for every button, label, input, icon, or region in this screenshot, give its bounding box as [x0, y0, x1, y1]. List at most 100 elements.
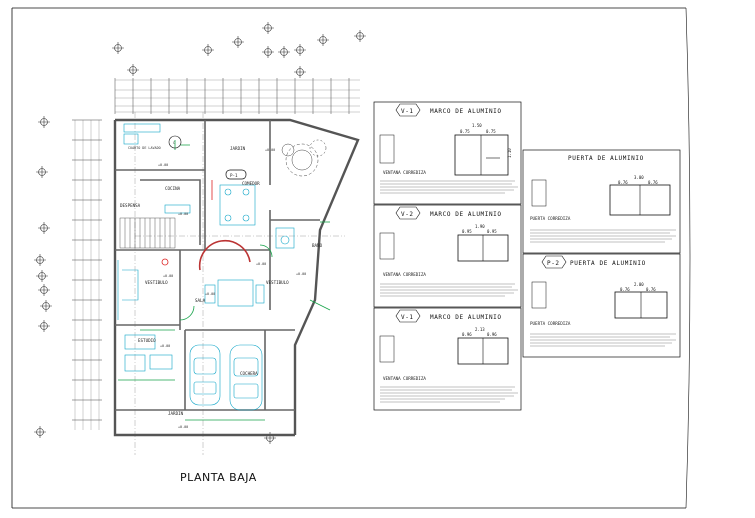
detail-p2-dim-w: 2.00 — [634, 282, 644, 287]
detail-v1-dim-h: 1.10 — [507, 148, 512, 158]
detail-p1-caption: PUERTA CORREDIZA — [530, 216, 571, 221]
survey-marker-cross — [34, 426, 46, 438]
detail-p2-dim-b: 0.76 — [646, 287, 656, 292]
detail-v3-tag: V-1 — [401, 314, 414, 321]
room-jardin-top: JARDIN — [230, 146, 246, 151]
survey-marker-cross — [262, 22, 274, 34]
detail-p1-title: PUERTA DE ALUMINIO — [568, 155, 644, 162]
survey-marker-cross — [294, 44, 306, 56]
detail-p2-title: PUERTA DE ALUMINIO — [570, 260, 646, 267]
detail-v1-dim-a: 0.75 — [460, 129, 470, 134]
detail-p1-dim-b: 0.76 — [648, 180, 658, 185]
survey-marker-cross — [38, 116, 50, 128]
room-vestibulo-left: VESTIBULO — [145, 280, 168, 285]
room-cuarto-lavado: CUARTO DE LAVADO — [128, 146, 161, 150]
level-mark: +0.00 — [256, 262, 266, 266]
tree-symbol — [281, 139, 327, 177]
survey-marker-cross — [36, 270, 48, 282]
survey-marker-cross — [127, 64, 139, 76]
survey-marker-cross — [38, 222, 50, 234]
detail-p2-dim-a: 0.76 — [620, 287, 630, 292]
survey-marker-cross — [354, 30, 366, 42]
tag-p1-label: P-1 — [230, 173, 238, 178]
exterior-walls — [113, 118, 360, 437]
detail-v2-title: MARCO DE ALUMINIO — [430, 211, 502, 218]
room-labels: CUARTO DE LAVADO JARDIN COCINA COMEDOR D… — [120, 146, 323, 416]
survey-marker-cross — [317, 34, 329, 46]
detail-v3-title: MARCO DE ALUMINIO — [430, 314, 502, 321]
level-mark: +0.00 — [178, 425, 188, 429]
room-cochera: COCHERA — [240, 371, 258, 376]
detail-v2-tag: V-2 — [401, 211, 414, 218]
detail-v3: V-1 MARCO DE ALUMINIO 2.13 0.96 0.96 VEN… — [373, 307, 522, 411]
survey-marker-cross — [278, 46, 290, 58]
section-mark-c: C — [168, 135, 182, 149]
room-cocina: COCINA — [165, 186, 181, 191]
detail-p2-tag: P-2 — [547, 260, 560, 267]
detail-p2-notes — [530, 333, 676, 347]
interior-walls — [115, 120, 320, 411]
survey-marker-cross — [202, 44, 214, 56]
level-mark: +0.00 — [265, 148, 275, 152]
detail-p1: PUERTA DE ALUMINIO 3.00 0.76 0.76 PUERTA… — [522, 149, 681, 254]
staircase — [119, 217, 176, 249]
room-bano: BAÑO — [312, 243, 323, 248]
detail-v2: V-2 MARCO DE ALUMINIO 1.90 0.95 0.95 VEN… — [373, 204, 522, 308]
detail-v2-caption: VENTANA CORREDIZA — [383, 272, 426, 277]
level-mark: +0.00 — [178, 212, 188, 216]
detail-v2-dim-w: 1.90 — [475, 224, 485, 229]
room-jardin-bottom: JARDIN — [168, 411, 184, 416]
door-swings — [118, 140, 331, 421]
detail-v2-dim-b: 0.95 — [487, 229, 497, 234]
detail-p2: P-2 PUERTA DE ALUMINIO 2.00 0.76 0.76 PU… — [522, 253, 681, 358]
car-symbols — [189, 344, 263, 411]
detail-v3-dim-w: 2.13 — [475, 327, 485, 332]
survey-marker-cross — [40, 300, 52, 312]
level-mark: +0.00 — [205, 292, 215, 296]
furniture — [117, 123, 295, 372]
room-estudio: ESTUDIO — [138, 338, 156, 343]
detail-v1-tag: V-1 — [401, 108, 414, 115]
detail-v3-caption: VENTANA CORREDIZA — [383, 376, 426, 381]
survey-marker-cross — [38, 284, 50, 296]
detail-v1-notes — [380, 180, 518, 194]
section-mark-c-label: C — [173, 141, 175, 145]
survey-marker-cross — [294, 66, 306, 78]
room-despensa: DESPENSA — [120, 203, 141, 208]
survey-marker-cross — [36, 166, 48, 178]
detail-v1-dim-b: 0.75 — [486, 129, 496, 134]
detail-v1-title: MARCO DE ALUMINIO — [430, 108, 502, 115]
room-comedor: COMEDOR — [242, 181, 260, 186]
level-mark: +0.00 — [296, 272, 306, 276]
detail-p1-notes — [530, 229, 676, 243]
detail-v2-notes — [380, 283, 518, 297]
survey-markers — [34, 22, 366, 444]
detail-v1-caption: VENTANA CORREDIZA — [383, 170, 426, 175]
dimension-lines-left — [74, 120, 100, 430]
detail-v1: V-1 MARCO DE ALUMINIO 1.50 0.75 0.75 1.1… — [373, 101, 522, 205]
detail-v3-dim-b: 0.96 — [487, 332, 497, 337]
detail-v3-dim-a: 0.96 — [462, 332, 472, 337]
floor-plan: CUARTO DE LAVADO JARDIN COCINA COMEDOR D… — [72, 78, 360, 484]
level-mark: +0.00 — [163, 274, 173, 278]
red-accents — [161, 180, 251, 271]
survey-marker-cross — [34, 254, 46, 266]
level-mark: +0.00 — [158, 163, 168, 167]
tag-p1: P-1 — [225, 169, 247, 180]
survey-marker-cross — [112, 42, 124, 54]
detail-p1-dim-w: 3.00 — [634, 175, 644, 180]
level-mark: +0.00 — [160, 344, 170, 348]
level-marks: +0.00 +0.00 +0.00 +0.00 +0.00 +0.00 +0.0… — [158, 148, 306, 429]
dimension-lines-top — [115, 79, 360, 113]
survey-marker-cross — [262, 46, 274, 58]
detail-p2-caption: PUERTA CORREDIZA — [530, 321, 571, 326]
plan-title: PLANTA BAJA — [180, 471, 257, 484]
detail-v2-dim-a: 0.95 — [462, 229, 472, 234]
survey-marker-cross — [38, 320, 50, 332]
sheet-frame — [11, 7, 691, 509]
dimension-ticks — [72, 78, 350, 421]
detail-p1-dim-a: 0.76 — [618, 180, 628, 185]
detail-v1-dim-w: 1.50 — [472, 123, 482, 128]
detail-v3-notes — [380, 386, 518, 403]
